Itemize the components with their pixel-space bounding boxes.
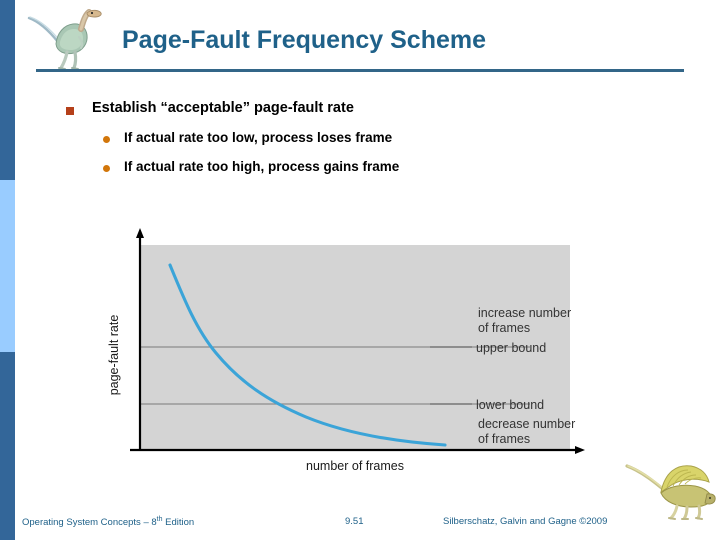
sidebar-segment-middle [0,180,15,352]
page-fault-frequency-chart: increase number of frames upper bound lo… [100,225,600,480]
round-bullet-icon [103,136,110,143]
square-bullet-icon [66,107,74,115]
footer-page-number: 9.51 [345,516,364,527]
footer-edition-prefix: Operating System Concepts [22,517,144,529]
page-fault-rate-curve [168,263,447,447]
bullet-level1-item: Establish “acceptable” page-fault rate [0,100,720,130]
footer-edition-number: – 8 [143,517,157,529]
sidebar-segment-bottom [0,352,15,540]
annotation-decrease-number-line1: decrease number [478,417,575,431]
annotation-decrease-number-line2: of frames [478,432,530,446]
slide-header: Page-Fault Frequency Scheme [0,0,720,80]
footer-edition-text: Operating System Concepts – 8th Edition [22,516,194,528]
footer-edition-ordinal: th [156,516,163,523]
annotation-lower-bound: lower bound [476,398,544,412]
page-title: Page-Fault Frequency Scheme [122,26,487,54]
bullet-level2-item: If actual rate too high, process gains f… [0,159,720,188]
chart-x-axis-label: number of frames [306,459,404,473]
title-underline-rule [36,69,684,72]
round-bullet-icon [103,165,110,172]
annotation-increase-number-line2: of frames [478,321,530,335]
y-axis-arrowhead [136,228,144,238]
bullet-level1-label: Establish “acceptable” page-fault rate [92,100,354,116]
chart-y-axis-label: page-fault rate [107,315,121,396]
decorative-sidebar [0,0,15,540]
bullet-level2-item: If actual rate too low, process loses fr… [0,130,720,159]
bullet-level2-label: If actual rate too high, process gains f… [124,159,400,174]
x-axis-arrowhead [575,446,585,454]
sidebar-segment-top [0,0,15,180]
footer-copyright: Silberschatz, Galvin and Gagne ©2009 [443,516,608,527]
dimetrodon-logo-icon [625,462,717,521]
bullet-level2-label: If actual rate too low, process loses fr… [124,130,393,145]
annotation-increase-number-line1: increase number [478,306,571,320]
slide-footer: Operating System Concepts – 8th Edition … [0,506,720,540]
dinosaur-logo-icon [26,6,108,72]
footer-edition-suffix: Edition [162,517,195,529]
annotation-upper-bound: upper bound [476,341,546,355]
bullet-list: Establish “acceptable” page-fault rate I… [0,100,720,188]
